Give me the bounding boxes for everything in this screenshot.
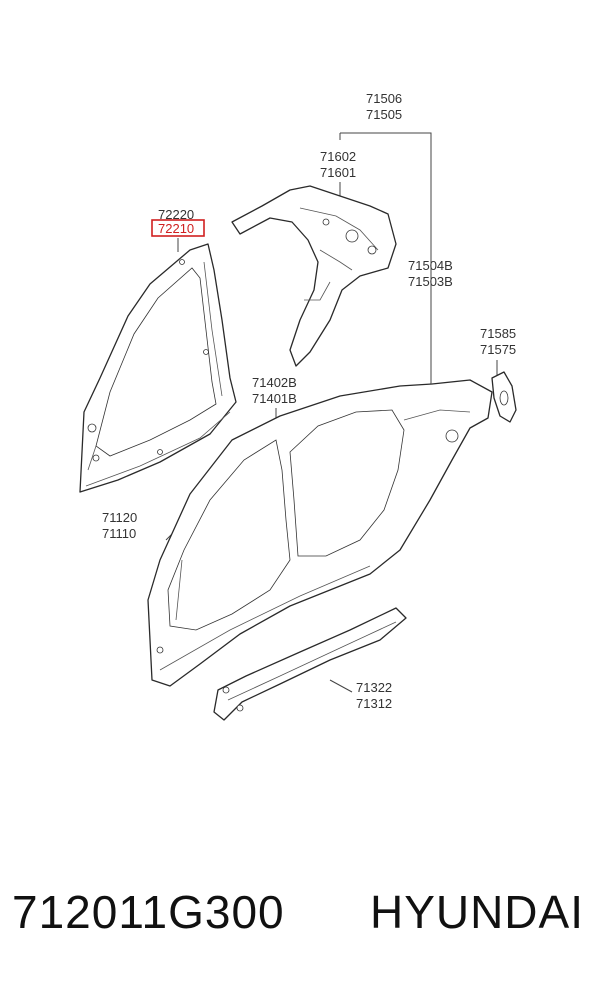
label-71503b: 71503B (408, 274, 453, 289)
label-71585: 71585 (480, 326, 516, 341)
part-71322-side-sill (213, 607, 407, 721)
label-71322: 71322 (356, 680, 392, 695)
label-71110: 71110 (102, 526, 136, 541)
label-71402b: 71402B (252, 375, 297, 390)
label-71504b: 71504B (408, 258, 453, 273)
label-72220: 72220 (158, 207, 194, 222)
highlight-box-72210 (151, 219, 205, 237)
label-71506: 71506 (366, 91, 402, 106)
part-number: 712011G300 (12, 886, 285, 938)
brand-name: HYUNDAI (369, 886, 584, 938)
label-71312: 71312 (356, 696, 392, 711)
label-71601: 71601 (320, 165, 356, 180)
caption-bar: 712011G300 HYUNDAI (0, 872, 600, 952)
label-71120: 71120 (102, 510, 137, 525)
part-71585-fuel-housing (491, 371, 517, 423)
part-72210-front-pillar (79, 243, 237, 493)
part-71120-side-outer (147, 379, 493, 687)
label-72210: 72210 (158, 221, 194, 236)
part-71602-quarter-inner (231, 185, 397, 367)
label-71401b: 71401B (252, 391, 297, 406)
label-71575: 71575 (480, 342, 516, 357)
label-71602: 71602 (320, 149, 356, 164)
label-71505: 71505 (366, 107, 402, 122)
